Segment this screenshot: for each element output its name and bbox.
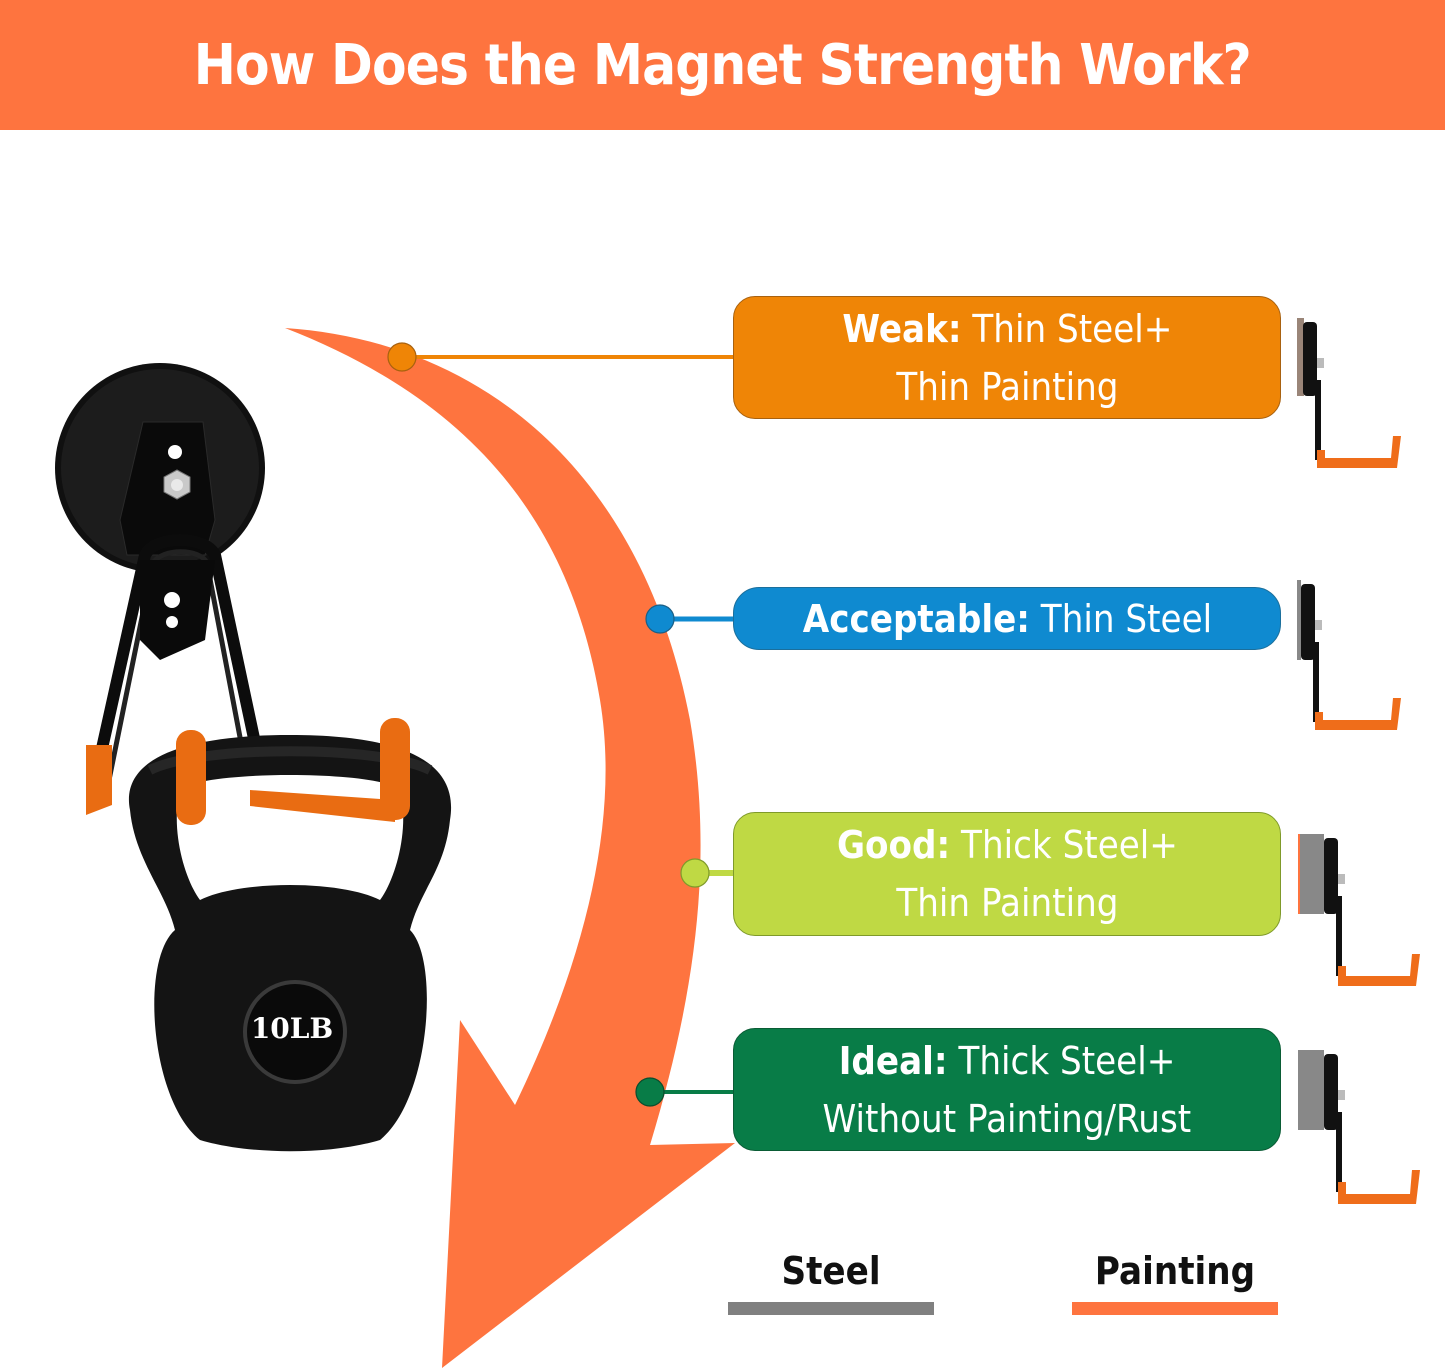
level-name: Weak: xyxy=(841,306,962,351)
legend-swatch-painting xyxy=(1072,1302,1278,1315)
level-desc: Thick Steel+ xyxy=(949,823,1178,867)
hook-side-icon-good xyxy=(1298,834,1420,986)
level-desc: Thick Steel+ xyxy=(947,1038,1176,1083)
level-desc: Thin Steel xyxy=(1029,596,1212,641)
hook-side-icon-weak xyxy=(1297,318,1401,468)
hook-side-icon-acceptable xyxy=(1297,580,1401,730)
kettlebell-weight-label: 10LB xyxy=(250,1012,334,1045)
strength-arrow-icon xyxy=(285,328,735,1368)
connector-good xyxy=(680,858,735,888)
legend-label: Painting xyxy=(1094,1249,1256,1293)
legend-swatch-steel xyxy=(728,1302,934,1315)
page-title: How Does the Magnet Strength Work? xyxy=(193,32,1252,98)
header-banner: How Does the Magnet Strength Work? xyxy=(0,0,1445,130)
level-box-acceptable: Acceptable: Thin Steel xyxy=(733,587,1281,650)
connector-acceptable xyxy=(645,604,735,634)
level-box-good: Good: Thick Steel+ Thin Painting xyxy=(733,812,1281,936)
level-name: Ideal: xyxy=(838,1038,948,1083)
connector-weak xyxy=(387,342,733,372)
level-box-ideal: Ideal: Thick Steel+ Without Painting/Rus… xyxy=(733,1028,1281,1151)
level-name: Acceptable: xyxy=(802,596,1030,641)
level-desc-line2: Thin Painting xyxy=(895,881,1119,925)
level-desc-line2: Thin Painting xyxy=(895,364,1119,409)
connector-ideal xyxy=(635,1077,735,1107)
level-desc-line2: Without Painting/Rust xyxy=(822,1096,1192,1141)
kettlebell-icon xyxy=(128,718,452,1152)
legend-painting: Painting xyxy=(1072,1248,1278,1315)
level-box-weak: Weak: Thin Steel+ Thin Painting xyxy=(733,296,1281,419)
legend-label: Steel xyxy=(781,1249,881,1293)
level-desc: Thin Steel+ xyxy=(961,306,1173,351)
legend-steel: Steel xyxy=(728,1248,934,1315)
magnet-hook-icon xyxy=(55,363,271,815)
hook-side-icon-ideal xyxy=(1298,1050,1420,1204)
level-name: Good: xyxy=(836,823,950,867)
